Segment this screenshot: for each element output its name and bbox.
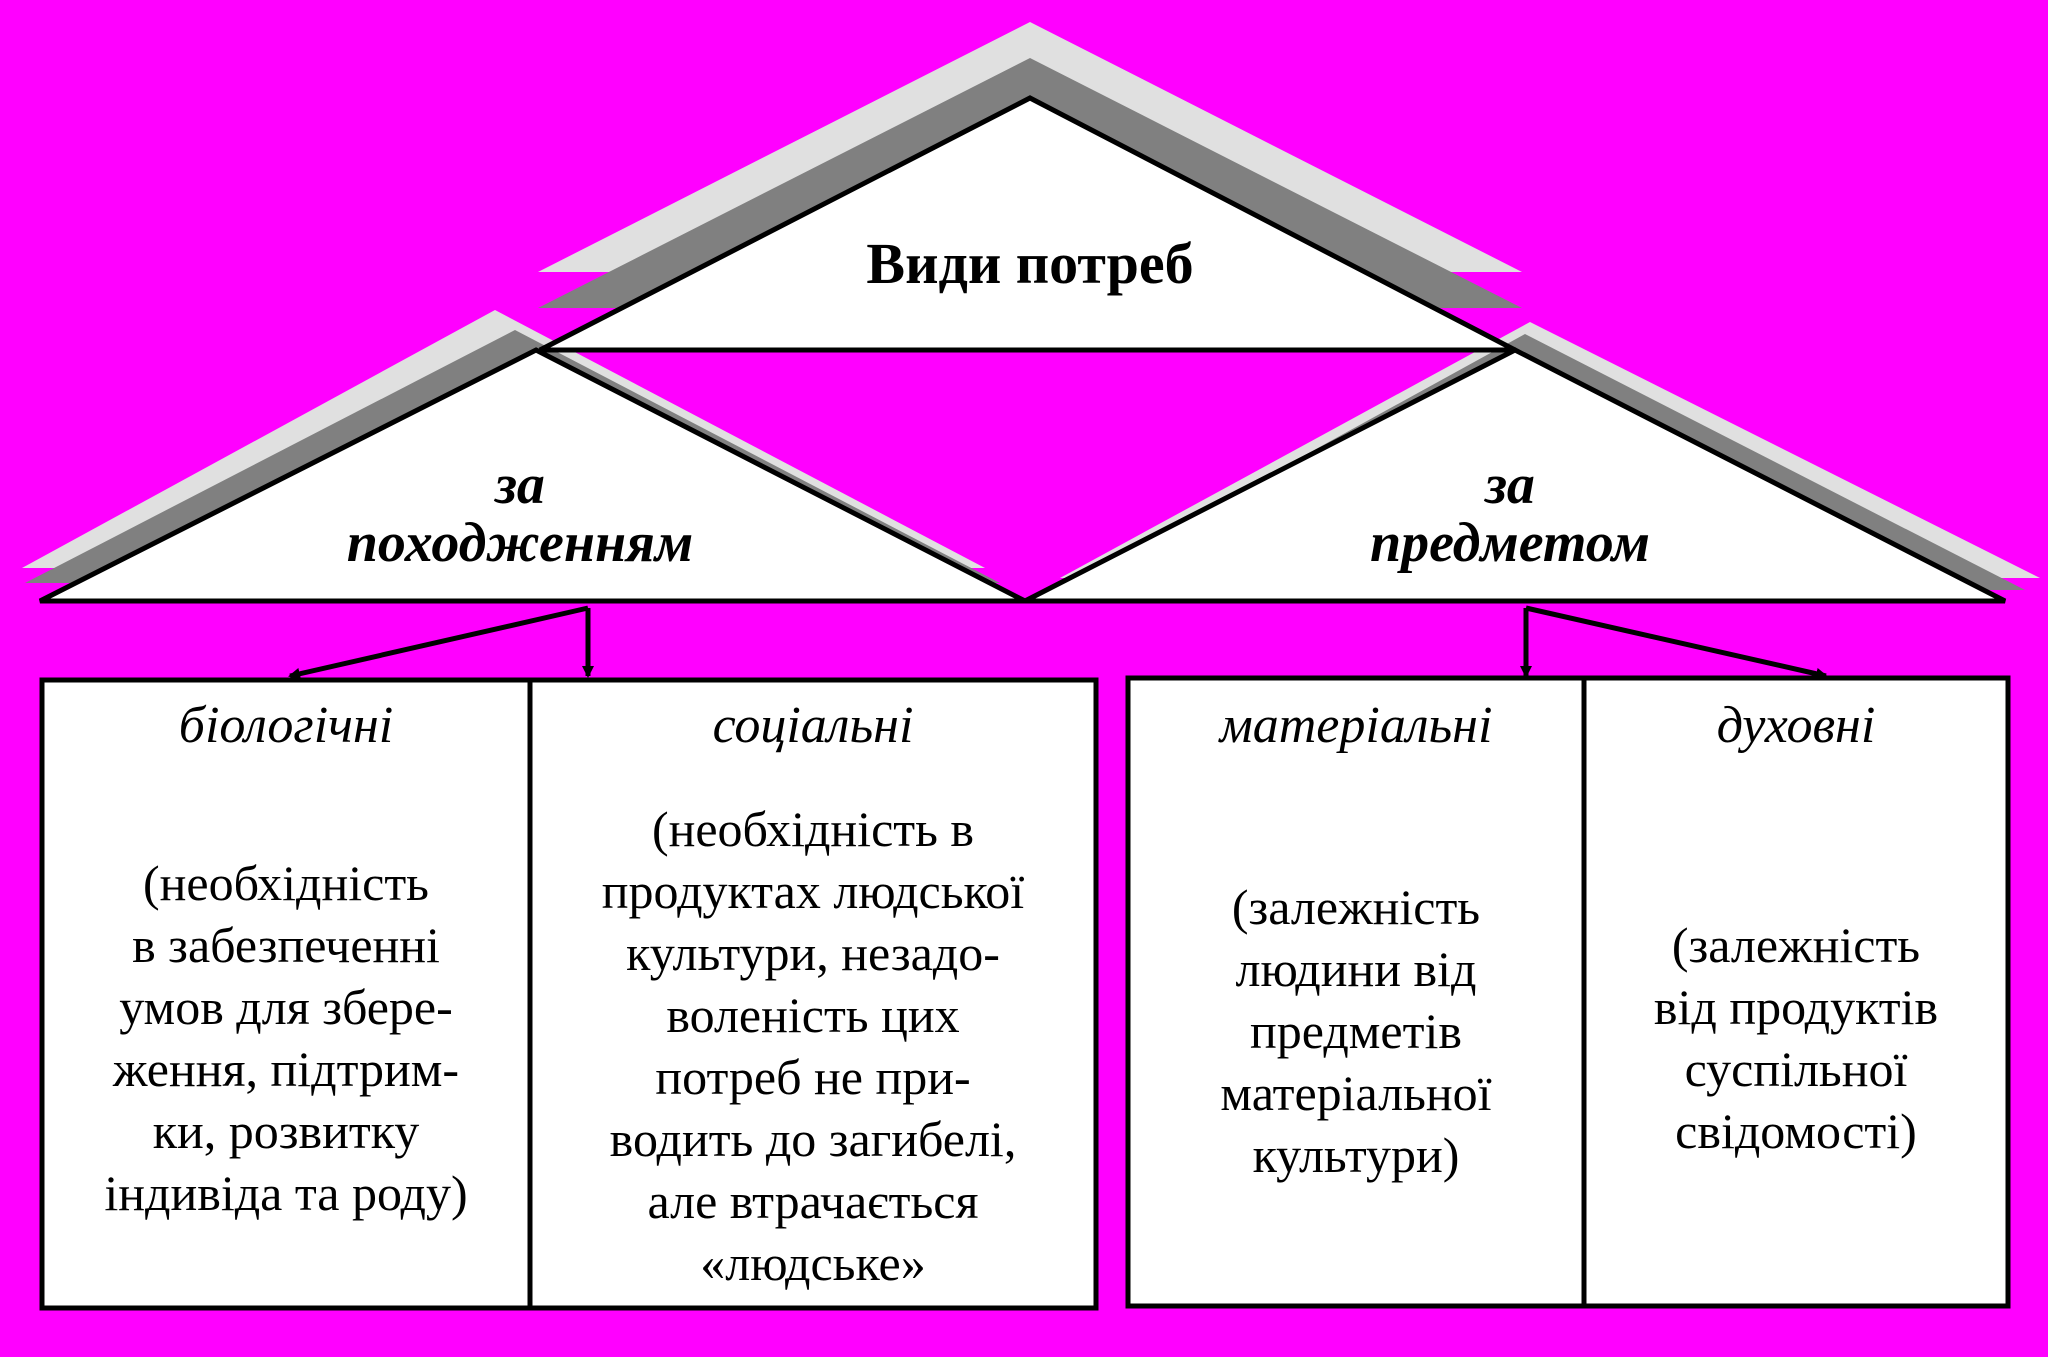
- desc-line: індивіда та роду): [104, 1165, 468, 1221]
- desc-line: в забезпеченні: [132, 917, 440, 973]
- box-social: [527, 677, 1099, 1311]
- desc-line: але втрачається: [647, 1173, 979, 1229]
- desc-line: (необхідність в: [651, 801, 975, 857]
- material-title: матеріальні: [1219, 697, 1493, 754]
- desc-line: (необхідність: [143, 855, 429, 911]
- desc-line: предметів: [1250, 1003, 1462, 1059]
- desc-line: (залежність: [1231, 879, 1481, 935]
- right-title-line1: за: [1485, 454, 1535, 516]
- biological-title: біологічні: [178, 697, 394, 754]
- biological-description: (необхідність в забезпеченні умов для зб…: [42, 852, 530, 1224]
- box-spiritual: [1581, 675, 2011, 1309]
- arrow-to-spiritual: [1525, 605, 1828, 680]
- desc-line: умов для збере-: [119, 979, 453, 1035]
- spiritual-title: духовні: [1716, 697, 1876, 754]
- top-triangle: [538, 95, 1517, 353]
- spiritual-description: (залежність від продуктів суспільної сві…: [1584, 914, 2008, 1162]
- desc-line: водить до загибелі,: [609, 1111, 1017, 1167]
- right-triangle-title: за предметом: [1250, 456, 1770, 572]
- desc-line: людини від: [1235, 941, 1477, 997]
- desc-line: від продуктів: [1653, 979, 1939, 1035]
- desc-line: суспільної: [1684, 1041, 1908, 1097]
- desc-line: потреб не при-: [655, 1049, 971, 1105]
- top-triangle-title: Види потреб: [866, 231, 1194, 296]
- left-triangle-title: за походженням: [260, 456, 780, 572]
- desc-line: культури): [1252, 1127, 1460, 1183]
- left-title-line1: за: [495, 454, 545, 516]
- material-description: (залежність людини від предметів матеріа…: [1128, 876, 1584, 1186]
- social-title: соціальні: [712, 697, 914, 754]
- desc-line: продуктах людської: [601, 863, 1025, 919]
- left-triangle: [38, 347, 1027, 604]
- desc-line: «людське»: [700, 1235, 926, 1291]
- right-triangle: [1023, 347, 2007, 604]
- desc-line: культури, незадо-: [626, 925, 1000, 981]
- desc-line: ження, підтрим-: [112, 1041, 460, 1097]
- desc-line: свідомості): [1675, 1103, 1917, 1159]
- box-material: [1125, 675, 1587, 1309]
- right-title-line2: предметом: [1370, 512, 1650, 574]
- social-description: (необхідність в продуктах людської культ…: [530, 798, 1096, 1294]
- desc-line: (залежність: [1671, 917, 1921, 973]
- box-biological: [39, 677, 533, 1311]
- arrow-to-biological: [288, 605, 589, 680]
- desc-line: ки, розвитку: [152, 1103, 420, 1159]
- left-title-line2: походженням: [346, 512, 694, 574]
- desc-line: воленість цих: [666, 987, 960, 1043]
- desc-line: матеріальної: [1220, 1065, 1492, 1121]
